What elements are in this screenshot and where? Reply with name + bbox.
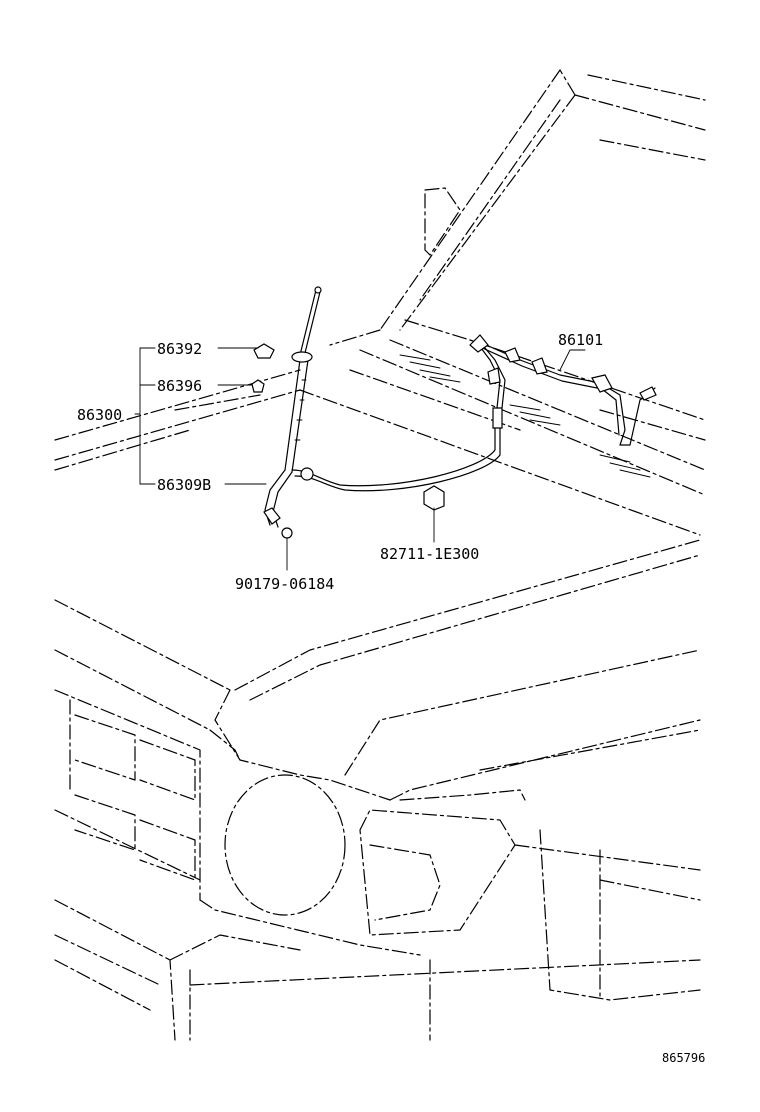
label-86300: 86300 [77, 406, 122, 424]
vehicle-outline [54, 69, 706, 1041]
antenna-mast [284, 286, 322, 473]
figure-id: 865796 [662, 1051, 705, 1065]
label-86392: 86392 [157, 340, 202, 358]
label-90179-06184: 90179-06184 [235, 575, 334, 593]
label-86101: 86101 [558, 331, 603, 349]
label-82711-1e300: 82711-1E300 [380, 545, 479, 563]
extension-cord [469, 334, 657, 446]
leader-lines [134, 347, 586, 571]
antenna-nut [251, 379, 265, 393]
label-86309b: 86309B [157, 476, 211, 494]
antenna-cover [253, 343, 313, 363]
wire-clamp [423, 485, 445, 511]
label-86396: 86396 [157, 377, 202, 395]
